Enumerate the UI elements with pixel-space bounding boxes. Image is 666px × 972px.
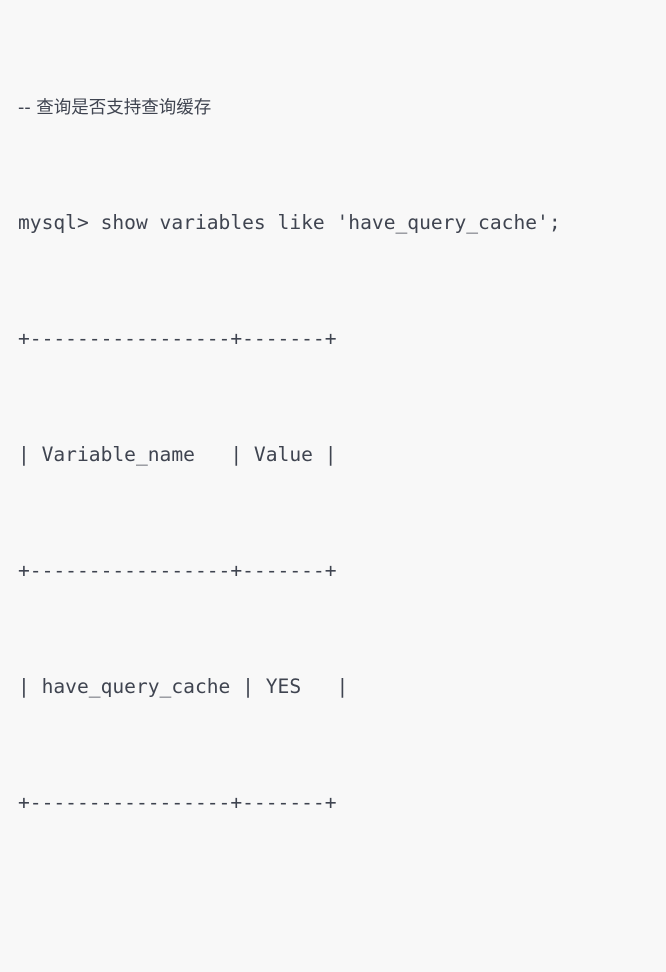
comment-line-1: -- 查询是否支持查询缓存 <box>18 92 666 121</box>
comment-text-1: -- 查询是否支持查询缓存 <box>18 98 212 118</box>
table-mid-rule-1: +-----------------+-------+ <box>18 559 337 582</box>
table-bottom-rule-1: +-----------------+-------+ <box>18 791 337 814</box>
sql-code-block[interactable]: -- 查询是否支持查询缓存 mysql> show variables like… <box>0 0 666 814</box>
table-header-row-1: | Variable_name | Value | <box>18 443 337 466</box>
prompt-line-1: mysql> show variables like 'have_query_c… <box>18 211 561 234</box>
table-top-rule-1: +-----------------+-------+ <box>18 327 337 350</box>
table-data-row-1: | have_query_cache | YES | <box>18 675 349 698</box>
blank-separator-line <box>18 904 666 933</box>
